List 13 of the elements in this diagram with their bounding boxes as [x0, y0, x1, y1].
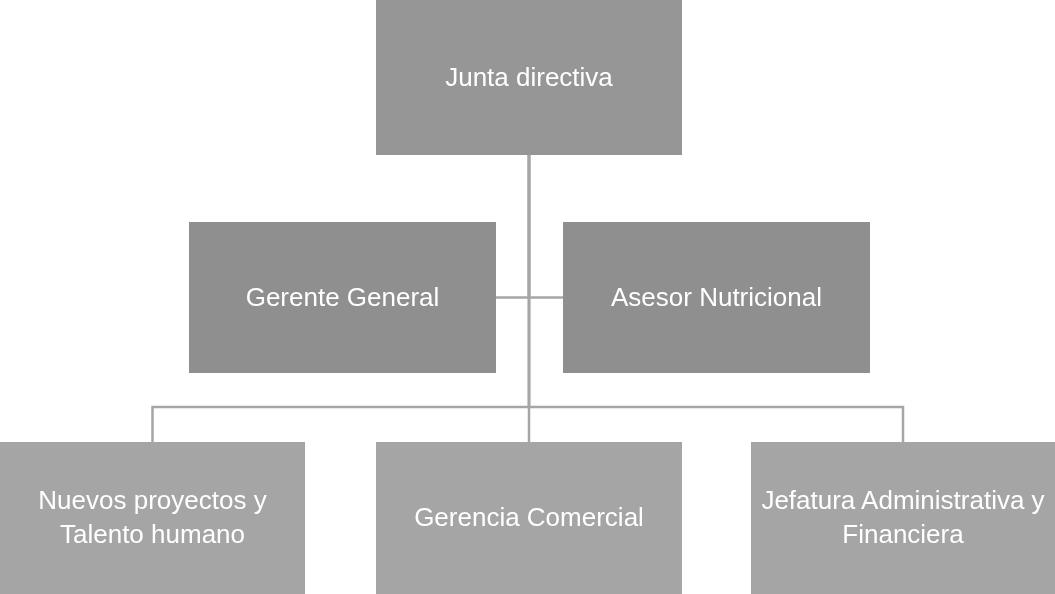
- box-label: Nuevos proyectos y Talento humano: [37, 484, 268, 551]
- org-box: [751, 442, 1055, 594]
- org-box: [189, 222, 496, 373]
- org-box: [563, 222, 870, 373]
- org-box: [376, 0, 682, 155]
- box-label: Gerencia Comercial: [414, 501, 644, 535]
- box-label: Junta directiva: [445, 60, 613, 94]
- box-label: Jefatura Administrativa y Financiera: [760, 484, 1046, 551]
- connector-line: [527, 155, 905, 442]
- box-label: Asesor Nutricional: [611, 280, 822, 314]
- org-box: [0, 442, 305, 594]
- box-label: Gerente General: [245, 280, 440, 314]
- org-box: [376, 442, 682, 594]
